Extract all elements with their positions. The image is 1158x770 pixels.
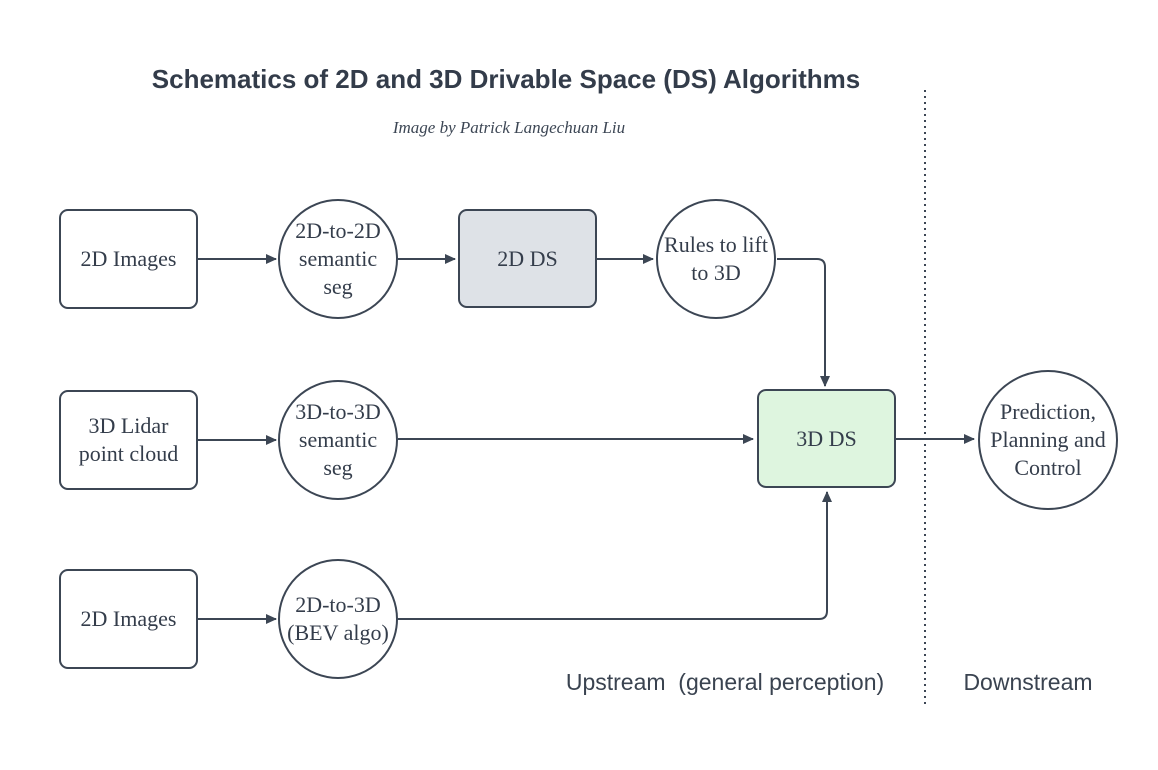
node-rules-to-lift-to-3d: Rules to lift to 3D <box>656 199 776 319</box>
node-prediction-planning-control: Prediction, Planning and Control <box>978 370 1118 510</box>
label-downstream: Downstream <box>963 669 1093 695</box>
node-3d-ds: 3D DS <box>757 389 896 488</box>
arrow-rules-to-3dds <box>777 258 830 387</box>
node-2d-ds: 2D DS <box>458 209 597 308</box>
node-2d-images-row1: 2D Images <box>59 209 198 309</box>
label-upstream: Upstream (general perception) <box>565 669 885 695</box>
node-2d-to-2d-semantic-seg: 2D-to-2D semantic seg <box>278 199 398 319</box>
diagram-title: Schematics of 2D and 3D Drivable Space (… <box>151 64 861 94</box>
node-3d-to-3d-semantic-seg: 3D-to-3D semantic seg <box>278 380 398 500</box>
node-3d-lidar-point-cloud: 3D Lidar point cloud <box>59 390 198 490</box>
node-2d-to-3d-bev-algo: 2D-to-3D (BEV algo) <box>278 559 398 679</box>
node-2d-images-row3: 2D Images <box>59 569 198 669</box>
diagram-subtitle: Image by Patrick Langechuan Liu <box>392 118 626 137</box>
arrow-bev-to-3dds <box>398 491 832 620</box>
